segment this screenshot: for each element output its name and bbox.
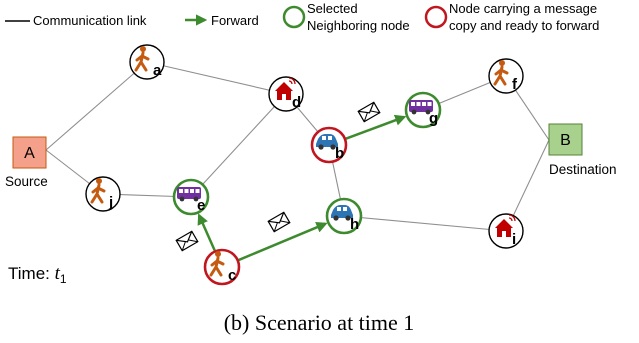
- legend-link-label: Communication link: [33, 13, 147, 28]
- node-j: j: [85, 176, 121, 212]
- envelope-icon: [357, 101, 381, 123]
- node-ring: [203, 248, 241, 286]
- node-label-h: h: [350, 216, 359, 233]
- walker-icon: [134, 46, 150, 72]
- node-label-j: j: [108, 194, 113, 211]
- legend-carrying-line1: Node carrying a message: [449, 1, 597, 16]
- car-icon: [331, 205, 353, 221]
- link-d-e: [190, 93, 287, 198]
- envelope-icon: [175, 230, 199, 252]
- node-label-d: d: [292, 94, 301, 111]
- forwards-layer: [197, 114, 407, 262]
- car-icon: [316, 134, 338, 150]
- time-subscript: 1: [60, 272, 67, 286]
- node-label-i: i: [512, 231, 516, 248]
- node-label-c: c: [228, 267, 236, 284]
- legend-selected-line2: Neighboring node: [307, 18, 410, 33]
- destination-box-label: B: [560, 132, 571, 149]
- bus-icon: [409, 100, 433, 115]
- time-variable: t: [55, 263, 61, 284]
- time-prefix: Time:: [8, 264, 55, 283]
- source-label: Source: [5, 174, 48, 189]
- forward-arrow-b-g: [345, 114, 407, 140]
- node-g: g: [404, 91, 442, 129]
- house-icon: [275, 77, 296, 100]
- destination-box: [548, 123, 583, 156]
- node-label-b: b: [335, 145, 344, 162]
- node-h: h: [325, 197, 363, 235]
- walker-icon: [90, 178, 106, 204]
- node-label-e: e: [197, 197, 205, 214]
- link-a-d: [146, 61, 287, 95]
- bus-icon: [177, 187, 201, 202]
- source-box-label: A: [24, 145, 35, 162]
- forward-arrow-c-h: [238, 221, 328, 262]
- source-node: A Source: [5, 136, 48, 189]
- legend-forward-label: Forward: [211, 13, 259, 28]
- node-e: e: [172, 178, 210, 216]
- envelope-icon: [267, 211, 291, 233]
- node-i: i: [488, 213, 524, 249]
- node-d: d: [268, 76, 304, 112]
- destination-label: Destination: [549, 162, 617, 177]
- node-label-f: f: [512, 76, 518, 93]
- walker-icon: [209, 251, 225, 277]
- node-c: c: [203, 248, 241, 286]
- link-h-i: [343, 215, 507, 232]
- time-label: Time: t1: [8, 263, 67, 286]
- node-ring: [488, 58, 524, 94]
- legend-carrying-line2: copy and ready to forward: [449, 18, 599, 33]
- link-A-a: [45, 61, 148, 151]
- source-box: [12, 136, 47, 169]
- node-b: b: [310, 126, 348, 164]
- nodes-layer: a d f b g j e h i c: [85, 44, 524, 286]
- node-label-g: g: [429, 110, 438, 127]
- legend: Communication link Forward Selected Neig…: [5, 1, 599, 33]
- house-icon: [495, 214, 516, 237]
- legend-red-ring: [424, 5, 448, 29]
- figure-caption: (b) Scenario at time 1: [224, 310, 415, 335]
- node-label-a: a: [153, 62, 162, 79]
- node-a: a: [129, 44, 165, 80]
- node-f: f: [488, 58, 524, 94]
- destination-node: B Destination: [548, 123, 617, 177]
- node-ring: [129, 44, 165, 80]
- forward-arrow-c-e: [197, 213, 216, 252]
- walker-icon: [493, 60, 509, 86]
- legend-selected-line1: Selected: [307, 1, 358, 16]
- node-ring: [85, 176, 121, 212]
- legend-green-ring: [282, 5, 306, 29]
